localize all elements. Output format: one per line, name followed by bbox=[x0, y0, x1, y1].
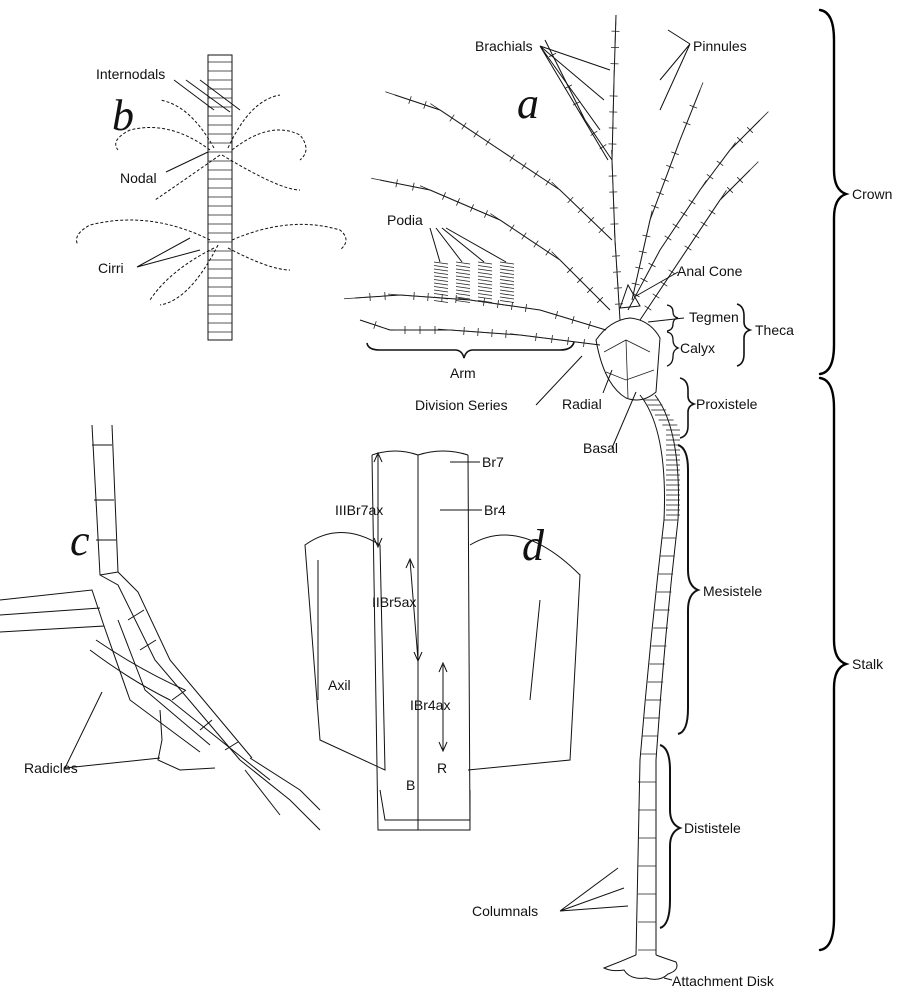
brace-arm bbox=[367, 342, 574, 358]
arrow-iiibr7ax bbox=[374, 453, 382, 547]
leader-radial bbox=[603, 370, 612, 393]
label-nodal: Nodal bbox=[120, 170, 157, 186]
brace-mesistele bbox=[678, 445, 698, 734]
label-calyx: Calyx bbox=[680, 340, 715, 356]
label-axil: Axil bbox=[328, 677, 351, 693]
leader-tegmen bbox=[648, 318, 684, 322]
label-crown: Crown bbox=[852, 186, 892, 202]
brace-tegmen bbox=[667, 305, 678, 331]
panel-letter-c: c bbox=[70, 516, 90, 565]
label-radicles: Radicles bbox=[24, 760, 78, 776]
label-stalk: Stalk bbox=[852, 656, 884, 672]
label-internodals: Internodals bbox=[96, 66, 165, 82]
brace-proxistele bbox=[680, 378, 694, 438]
leader-columnals bbox=[560, 868, 628, 911]
label-br4: Br4 bbox=[484, 502, 506, 518]
brace-dististele bbox=[660, 745, 680, 928]
panel-letter-d: d bbox=[522, 521, 545, 570]
label-division-series: Division Series bbox=[415, 397, 508, 413]
leader-radicles bbox=[65, 692, 160, 768]
label-br7: Br7 bbox=[482, 454, 504, 470]
leader-brachials bbox=[540, 46, 610, 160]
label-columnals: Columnals bbox=[472, 903, 538, 919]
label-anal-cone: Anal Cone bbox=[677, 263, 743, 279]
label-tegmen: Tegmen bbox=[689, 309, 739, 325]
label-iibr5ax: IIBr5ax bbox=[372, 594, 416, 610]
panel-letter-a: a bbox=[517, 79, 539, 128]
label-mesistele: Mesistele bbox=[703, 583, 762, 599]
label-pinnules: Pinnules bbox=[693, 38, 747, 54]
leader-nodal bbox=[166, 152, 208, 172]
label-ibr4ax: IBr4ax bbox=[410, 697, 450, 713]
text-labels: a b c d Internodals Nodal Cirri Brachial… bbox=[24, 38, 892, 989]
label-proxistele: Proxistele bbox=[696, 396, 758, 412]
label-basal: Basal bbox=[583, 440, 618, 456]
label-attachment-disk: Attachment Disk bbox=[672, 973, 775, 989]
attachment-disk-drawing bbox=[604, 955, 677, 979]
label-podia: Podia bbox=[387, 212, 423, 228]
label-theca: Theca bbox=[755, 322, 794, 338]
label-dististele: Dististele bbox=[684, 820, 741, 836]
brace-calyx bbox=[667, 332, 678, 366]
brace-crown bbox=[820, 10, 846, 374]
arrow-iibr5ax bbox=[406, 559, 422, 661]
label-iiibr7ax: IIIBr7ax bbox=[335, 502, 383, 518]
brace-theca bbox=[737, 304, 750, 366]
leader-cirri bbox=[137, 238, 200, 267]
leader-podia bbox=[430, 228, 506, 262]
leader-attachment-disk bbox=[664, 978, 672, 980]
brace-stalk bbox=[820, 378, 846, 950]
label-cirri: Cirri bbox=[98, 260, 124, 276]
anal-cone-drawing bbox=[620, 285, 640, 308]
label-radial: Radial bbox=[562, 396, 602, 412]
leader-pinnules bbox=[660, 30, 690, 110]
label-brachials: Brachials bbox=[475, 38, 533, 54]
label-arm: Arm bbox=[450, 365, 476, 381]
arms-drawing bbox=[344, 15, 768, 347]
label-b: B bbox=[406, 777, 415, 793]
label-r: R bbox=[437, 760, 447, 776]
stalk-drawing bbox=[636, 395, 680, 955]
podia-drawing bbox=[434, 262, 514, 303]
panel-letter-b: b bbox=[112, 91, 134, 140]
